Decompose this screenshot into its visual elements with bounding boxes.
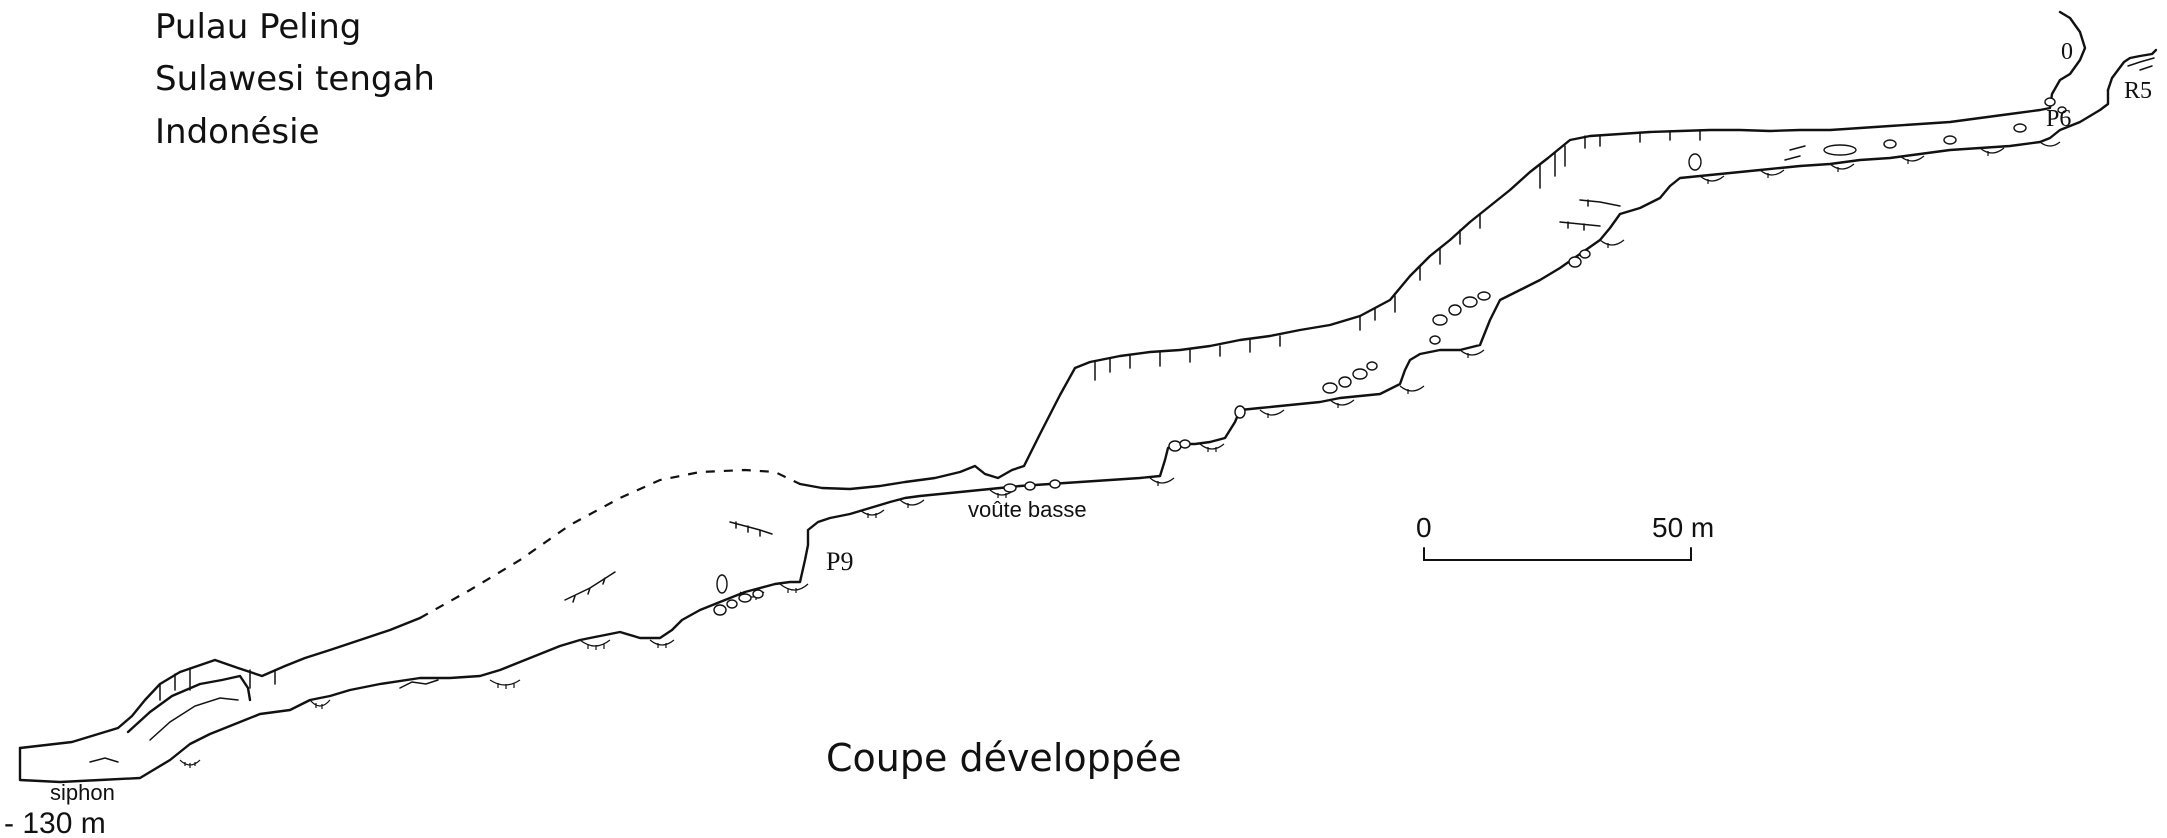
p9-label: P9	[826, 547, 853, 576]
location-line-island: Pulau Peling	[155, 7, 361, 47]
r5-label: R5	[2124, 78, 2152, 104]
location-line-country: Indonésie	[155, 112, 320, 152]
ceiling-stalactites	[159, 129, 1701, 701]
drawing-title: Coupe développée	[826, 736, 1182, 780]
siphon-inner-ridge-lower	[149, 697, 239, 741]
cave-ceiling-estimated	[419, 468, 801, 619]
voute-basse-label: voûte basse	[968, 497, 1087, 522]
scale-bar-end-label: 50 m	[1652, 512, 1714, 543]
siphon-inner-ridge	[126, 674, 252, 734]
scale-bar-start-label: 0	[1416, 512, 1432, 543]
siphon-label: siphon	[50, 780, 115, 805]
cave-ceiling-outline	[18, 616, 422, 750]
wall-markings	[89, 145, 1806, 763]
p6-label: P6	[2046, 106, 2071, 132]
scale-bar: 0 50 m	[1416, 512, 1714, 561]
entrance-label: 0	[2061, 39, 2073, 65]
cave-floor-outline	[18, 88, 2110, 784]
depth-label: - 130 m	[4, 807, 106, 838]
location-line-province: Sulawesi tengah	[155, 59, 435, 99]
entrance-right-wall	[2106, 48, 2158, 92]
entrance-surface-mark	[2127, 57, 2155, 71]
floor-boulders	[713, 97, 2067, 616]
floor-pools	[179, 141, 2061, 768]
scale-bar-line	[1423, 547, 1692, 561]
cave-ceiling-outline-middle	[798, 10, 2087, 491]
